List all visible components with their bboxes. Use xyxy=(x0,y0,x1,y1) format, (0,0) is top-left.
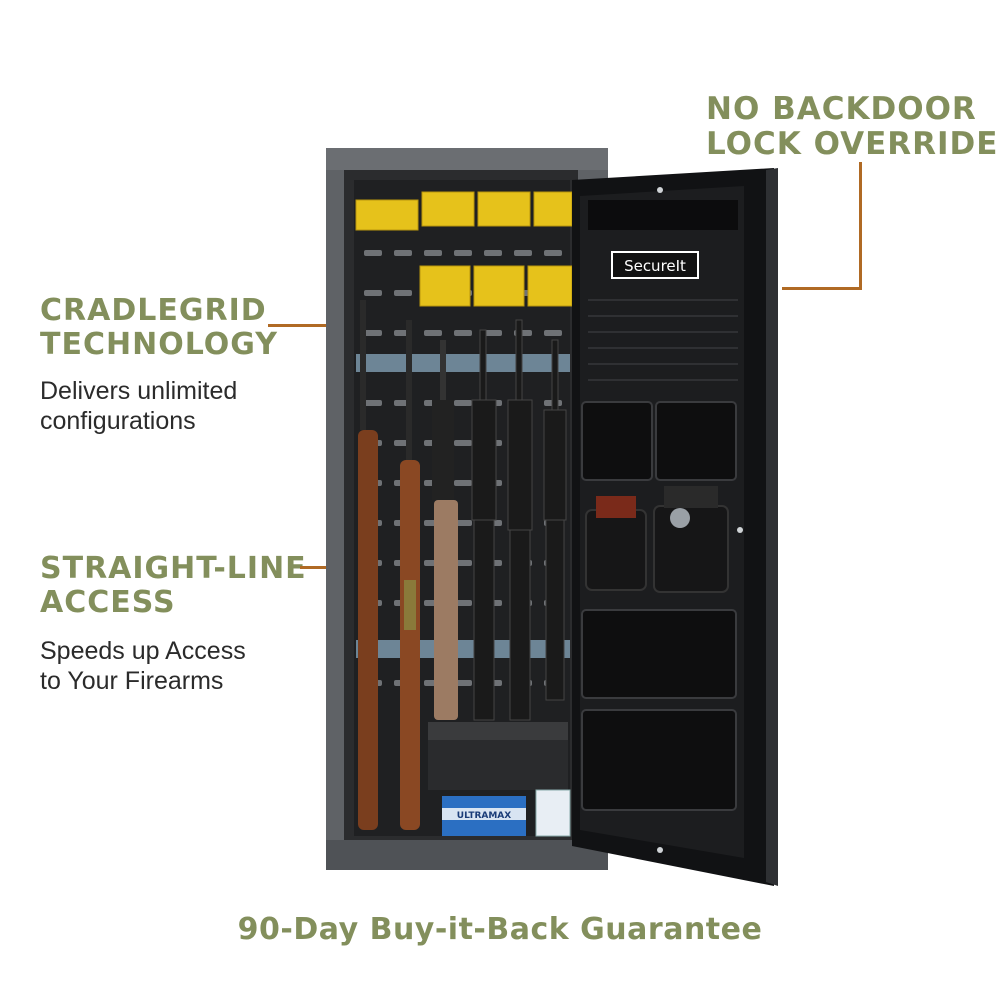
straight-line-description: Speeds up Access to Your Firearms xyxy=(40,636,246,696)
upper-support-bar xyxy=(356,354,570,372)
safe-door-edge xyxy=(766,168,778,886)
ammo-box-label: ULTRAMAX xyxy=(457,811,512,821)
no-backdoor-callout-horizontal xyxy=(782,287,862,290)
handgun-holsters xyxy=(585,486,729,593)
straight-line-heading-line-2: ACCESS xyxy=(40,584,176,620)
storage-bins xyxy=(355,191,573,307)
rifles-wood xyxy=(358,300,420,830)
stock-rest xyxy=(428,722,568,740)
gun-safe-illustration: ULTRAMAX SecureIt xyxy=(326,148,778,886)
door-rivets xyxy=(657,187,743,853)
no-backdoor-callout-vertical xyxy=(859,162,862,290)
ammo-box-band xyxy=(442,808,526,820)
safe-base xyxy=(326,840,608,870)
cradlegrid-description-line-1: Delivers unlimited xyxy=(40,377,238,405)
rifle-tan xyxy=(432,340,458,720)
no-backdoor-heading-line-1: NO BACKDOOR xyxy=(706,91,977,127)
mesh-pockets xyxy=(581,401,737,811)
no-backdoor-heading: NO BACKDOOR LOCK OVERRIDE xyxy=(706,91,999,163)
secureit-logo-badge xyxy=(611,251,699,279)
secureit-logo-text: SecureIt xyxy=(624,257,686,275)
straight-line-heading: STRAIGHT-LINE ACCESS xyxy=(40,552,307,620)
cradlegrid-heading: CRADLEGRID TECHNOLOGY xyxy=(40,294,278,362)
stock-rest-base xyxy=(428,740,568,790)
ammo-box-small xyxy=(535,789,571,837)
straight-line-description-line-1: Speeds up Access xyxy=(40,637,246,665)
cradlegrid-heading-line-2: TECHNOLOGY xyxy=(40,326,278,362)
lower-support-bar xyxy=(356,640,570,658)
no-backdoor-heading-line-2: LOCK OVERRIDE xyxy=(706,126,999,163)
straight-line-heading-line-1: STRAIGHT-LINE xyxy=(40,551,307,586)
rifles-black xyxy=(471,319,567,721)
velcro-strip xyxy=(588,200,738,230)
cradlegrid-description-line-2: configurations xyxy=(40,407,196,435)
guarantee-text: 90-Day Buy-it-Back Guarantee xyxy=(237,912,763,947)
cradlegrid-description: Delivers unlimited configurations xyxy=(40,376,237,436)
straight-line-description-line-2: to Your Firearms xyxy=(40,667,224,695)
molle-webbing xyxy=(588,299,738,381)
safe-cabinet-top xyxy=(326,148,608,170)
cradlegrid-heading-line-1: CRADLEGRID xyxy=(40,293,267,328)
